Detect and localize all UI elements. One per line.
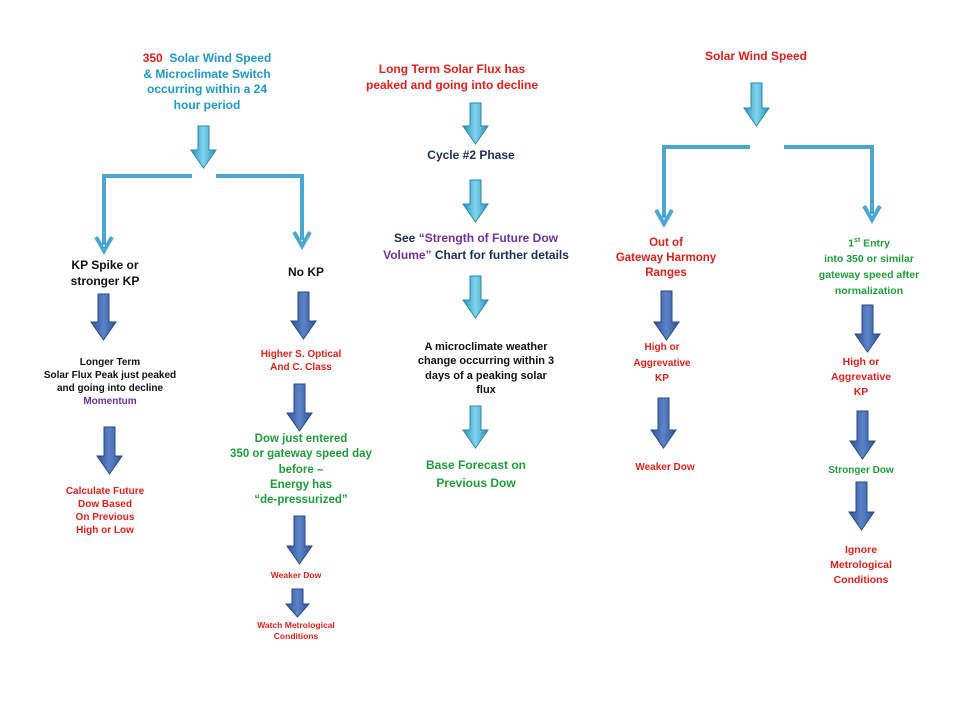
col1-right-arrow-3: [286, 515, 313, 565]
col2-arrow-1: [462, 102, 489, 145]
col1-left-heading: KP Spike or stronger KP: [70, 258, 140, 288]
col3-right-arrow-1: [854, 304, 881, 353]
col1-left-momentum-box: Longer Term Solar Flux Peak just peaked …: [43, 357, 177, 407]
col3-left-arrow-1: [653, 290, 680, 341]
col2-base-forecast: Base Forecast on Previous Dow: [425, 458, 527, 490]
col2-see-chart-note: See “Strength of Future Dow Volume” Char…: [383, 231, 569, 262]
col1-split-arrow: [190, 125, 217, 169]
col2-arrow-3: [462, 275, 489, 319]
col1-right-arrow-4: [284, 588, 311, 618]
col3-top-label: Solar Wind Speed: [705, 49, 807, 63]
col3-left-weaker-dow: Weaker Dow: [635, 462, 695, 473]
col3-left-heading: Out of Gateway Harmony Ranges: [615, 237, 717, 279]
col1-right-weaker-dow: Weaker Dow: [270, 570, 322, 580]
col1-top-label: 350 Solar Wind Speed & Microclimate Swit…: [142, 51, 272, 112]
col2-microclimate-box: A microclimate weather change occurring …: [417, 341, 555, 396]
col3-right-heading: 1st Entry into 350 or similar gateway sp…: [818, 237, 920, 297]
col1-left-arrow-1: [90, 293, 117, 341]
col2-cycle-phase: Cycle #2 Phase: [427, 148, 515, 162]
col2-top-label: Long Term Solar Flux has peaked and goin…: [365, 62, 539, 92]
col3-right-arrow-2: [849, 410, 876, 460]
col1-branch-lines: [94, 174, 312, 256]
col3-left-high-kp: High or Aggrevative KP: [633, 342, 691, 384]
col1-left-arrow-2: [96, 426, 123, 475]
col3-split-arrow: [743, 82, 770, 127]
col1-left-calculate-box: Calculate Future Dow Based On Previous H…: [65, 486, 145, 536]
col2-arrow-4: [462, 405, 489, 449]
col1-right-optical-box: Higher S. Optical And C. Class: [260, 349, 342, 373]
col1-right-arrow-2: [286, 383, 313, 432]
col3-right-high-kp: High or Aggrevative KP: [830, 356, 892, 399]
col1-right-dow-entered-box: Dow just entered 350 or gateway speed da…: [230, 433, 372, 507]
col3-right-stronger-dow: Stronger Dow: [828, 465, 894, 476]
col1-right-arrow-1: [290, 291, 317, 340]
col3-left-arrow-2: [650, 397, 677, 449]
col2-arrow-2: [462, 179, 489, 223]
col3-right-arrow-3: [848, 481, 875, 531]
col3-right-ignore-conditions: Ignore Metrological Conditions: [830, 544, 892, 587]
col1-right-watch-conditions: Watch Metrological Conditions: [257, 620, 335, 642]
col1-right-heading: No KP: [288, 265, 324, 279]
col3-branch-lines: [654, 145, 882, 229]
